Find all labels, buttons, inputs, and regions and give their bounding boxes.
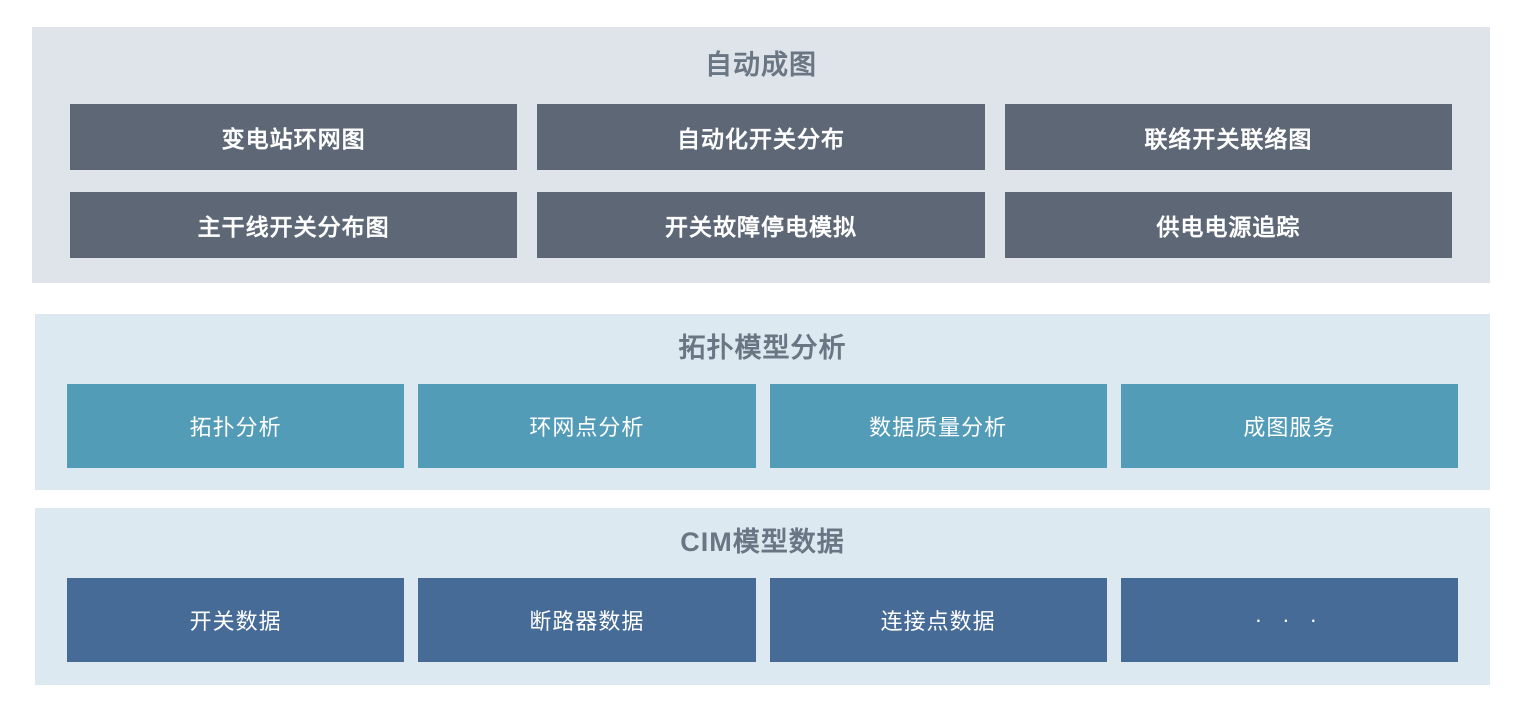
button-ring-network-point-analysis[interactable]: 环网点分析 (418, 384, 756, 468)
cell-wrapper: 开关故障停电模拟 (527, 192, 994, 258)
topology-button-grid: 拓扑分析 环网点分析 数据质量分析 成图服务 (35, 362, 1490, 468)
topology-column-2: 环网点分析 (411, 384, 762, 468)
topology-column-3: 数据质量分析 (763, 384, 1114, 468)
spacer (60, 170, 527, 192)
button-power-supply-source-tracing[interactable]: 供电电源追踪 (1004, 192, 1452, 258)
auto-mapping-column-3: 联络开关联络图 供电电源追踪 (995, 104, 1462, 258)
cim-button-grid: 开关数据 断路器数据 连接点数据 · · · (35, 556, 1490, 662)
button-automation-switch-distribution[interactable]: 自动化开关分布 (537, 104, 985, 170)
cim-column-3: 连接点数据 (763, 578, 1114, 662)
panel-topology-model-analysis: 拓扑模型分析 拓扑分析 环网点分析 数据质量分析 成图服务 (35, 314, 1490, 490)
cell-wrapper: 联络开关联络图 (995, 104, 1462, 170)
topology-column-1: 拓扑分析 (60, 384, 411, 468)
auto-mapping-button-grid: 变电站环网图 主干线开关分布图 自动化开关分布 开关故障停电模拟 联络开关联络图 (32, 104, 1490, 258)
button-switch-fault-outage-simulation[interactable]: 开关故障停电模拟 (537, 192, 985, 258)
auto-mapping-column-1: 变电站环网图 主干线开关分布图 (60, 104, 527, 258)
panel-auto-mapping-title: 自动成图 (705, 50, 817, 80)
spacer (32, 79, 1490, 104)
panel-topology-title: 拓扑模型分析 (678, 333, 847, 363)
cim-column-4: · · · (1114, 578, 1465, 662)
button-trunk-line-switch-distribution-diagram[interactable]: 主干线开关分布图 (70, 192, 518, 258)
button-circuit-breaker-data[interactable]: 断路器数据 (418, 578, 756, 662)
button-mapping-service[interactable]: 成图服务 (1120, 384, 1458, 468)
button-connectivity-node-data[interactable]: 连接点数据 (769, 578, 1107, 662)
button-switch-data[interactable]: 开关数据 (67, 578, 405, 662)
cell-wrapper: 主干线开关分布图 (60, 192, 527, 258)
spacer (995, 170, 1462, 192)
cell-wrapper: 供电电源追踪 (995, 192, 1462, 258)
panel-cim-title: CIM模型数据 (680, 527, 845, 557)
panel-auto-mapping: 自动成图 变电站环网图 主干线开关分布图 自动化开关分布 开关故障停电模拟 (32, 27, 1490, 283)
topology-column-4: 成图服务 (1114, 384, 1465, 468)
button-topology-analysis[interactable]: 拓扑分析 (67, 384, 405, 468)
cim-column-1: 开关数据 (60, 578, 411, 662)
button-more-data[interactable]: · · · (1120, 578, 1458, 662)
button-substation-ring-network-diagram[interactable]: 变电站环网图 (70, 104, 518, 170)
cim-column-2: 断路器数据 (411, 578, 762, 662)
cell-wrapper: 变电站环网图 (60, 104, 527, 170)
cell-wrapper: 自动化开关分布 (527, 104, 994, 170)
spacer (527, 170, 994, 192)
auto-mapping-column-2: 自动化开关分布 开关故障停电模拟 (527, 104, 994, 258)
button-data-quality-analysis[interactable]: 数据质量分析 (769, 384, 1107, 468)
panel-cim-model-data: CIM模型数据 开关数据 断路器数据 连接点数据 · · · (35, 508, 1490, 685)
button-tie-switch-connection-diagram[interactable]: 联络开关联络图 (1004, 104, 1452, 170)
